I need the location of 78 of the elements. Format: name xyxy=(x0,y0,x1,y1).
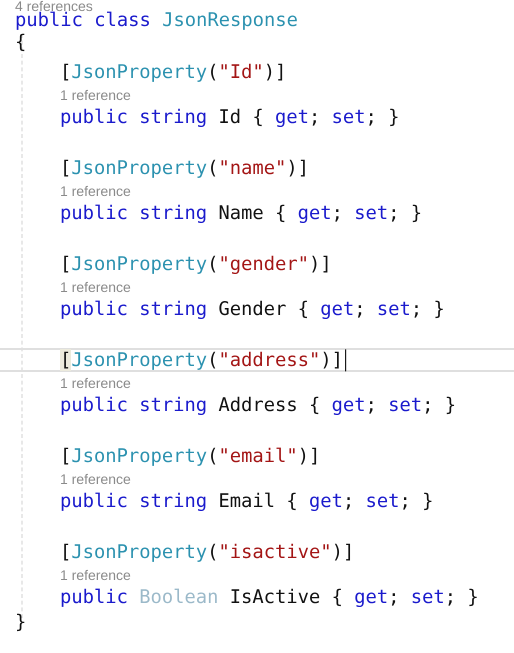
keyword-text: public class xyxy=(16,12,149,30)
keyword-text: public string xyxy=(62,108,206,128)
string-literal-text: "email" xyxy=(222,448,295,462)
code-text: ( xyxy=(211,64,216,80)
type-name-text: JsonProperty xyxy=(72,64,206,82)
type-name-text: JsonProperty xyxy=(72,352,206,370)
code-text: ; xyxy=(346,497,350,510)
code-text: )] xyxy=(312,256,328,272)
keyword-text: get xyxy=(298,206,330,224)
keyword-text: get xyxy=(276,110,308,128)
code-text: ; } xyxy=(403,492,432,510)
reference-count-text: 1 reference xyxy=(61,90,130,100)
code-text: IsActive { xyxy=(232,588,341,606)
code-text: Name { xyxy=(220,204,284,222)
type-name-text: JsonProperty xyxy=(72,256,206,274)
keyword-text: get xyxy=(310,494,342,512)
type-name-text: JsonResponse xyxy=(163,12,297,30)
code-text: ( xyxy=(211,160,216,176)
code-text: )] xyxy=(266,64,282,80)
code-text: ( xyxy=(211,256,216,272)
code-text: ; xyxy=(312,113,316,126)
code-text: Address { xyxy=(218,396,318,414)
code-text: ; xyxy=(369,401,372,414)
reference-count-text: 4 references xyxy=(15,0,92,12)
code-text: Id { xyxy=(220,108,262,126)
code-text: )] xyxy=(334,544,350,560)
type-name-text: Boolean xyxy=(140,588,217,604)
type-name-text: JsonProperty xyxy=(72,448,206,466)
code-text: Email { xyxy=(220,492,296,510)
code-text: ; } xyxy=(414,300,443,318)
code-text: )] xyxy=(324,352,339,368)
code-text: ; xyxy=(392,593,396,606)
string-literal-text: "isactive" xyxy=(222,544,329,558)
code-text: ; } xyxy=(369,108,398,126)
code-text: { xyxy=(17,34,24,52)
keyword-text: get xyxy=(355,590,386,608)
code-text: ( xyxy=(211,448,216,464)
reference-count-text: 1 reference xyxy=(61,282,130,292)
code-text: ; } xyxy=(426,396,454,414)
reference-count-text: 1 reference xyxy=(61,186,130,196)
keyword-text: public xyxy=(62,588,126,607)
string-literal-text: "name" xyxy=(222,160,284,174)
code-text: ; xyxy=(358,305,362,318)
keyword-text: set xyxy=(334,110,364,124)
code-text: )] xyxy=(300,448,316,464)
keyword-text: set xyxy=(378,302,409,316)
keyword-text: set xyxy=(356,206,386,220)
keyword-text: public string xyxy=(62,396,206,416)
code-text: ; xyxy=(335,209,339,222)
code-text: [ xyxy=(64,256,68,272)
code-text: [ xyxy=(64,544,68,560)
code-text: [ xyxy=(64,352,68,368)
keyword-text: get xyxy=(332,398,364,416)
code-text: ( xyxy=(211,544,216,560)
code-text: [ xyxy=(64,160,68,176)
string-literal-text: "Id" xyxy=(222,64,261,78)
code-text: Gender { xyxy=(219,300,307,318)
keyword-text: set xyxy=(367,494,398,508)
reference-count-text: 1 reference xyxy=(61,570,130,580)
keyword-text: public string xyxy=(62,300,206,320)
string-literal-text: "gender" xyxy=(222,256,306,274)
reference-count-text: 1 reference xyxy=(61,474,130,484)
type-name-text: JsonProperty xyxy=(72,160,206,178)
code-text: } xyxy=(17,614,24,632)
keyword-text: set xyxy=(412,590,443,604)
keyword-text: get xyxy=(321,302,352,320)
reference-count-text: 1 reference xyxy=(61,378,130,388)
code-text: [ xyxy=(64,64,68,80)
code-text: ( xyxy=(211,352,216,368)
code-text: [ xyxy=(64,448,68,464)
string-literal-text: "address" xyxy=(222,352,318,366)
type-name-text: JsonProperty xyxy=(72,544,206,562)
code-text: ; } xyxy=(448,588,477,606)
keyword-text: set xyxy=(390,398,420,412)
keyword-text: public string xyxy=(62,204,206,224)
code-text: )] xyxy=(290,160,305,176)
code-text: ; } xyxy=(392,204,420,222)
keyword-text: public string xyxy=(62,492,206,512)
